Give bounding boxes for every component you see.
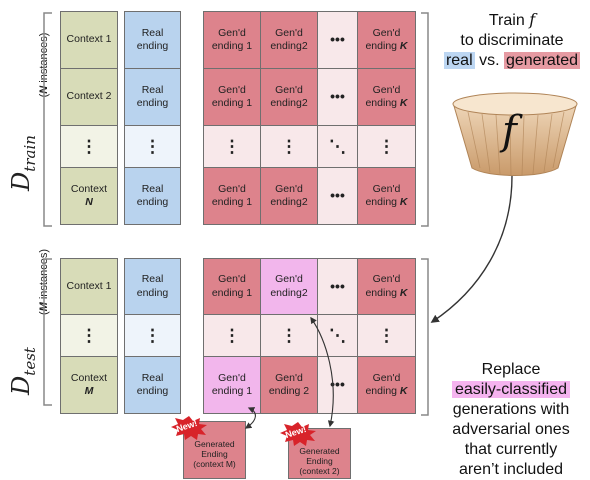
test-real-ending-m: Real ending	[124, 356, 181, 414]
train-left-bracket	[43, 12, 52, 227]
swap-arrow-context-m	[244, 407, 256, 429]
test-vdots-gen-1: ⋮	[203, 314, 261, 357]
test-ellipsis-1: •••	[317, 258, 358, 315]
train-description: Train f to discriminate real vs. generat…	[443, 10, 581, 69]
test-vdots-gen-2: ⋮	[260, 314, 318, 357]
new-badge-burst-1	[171, 416, 207, 440]
test-context-1: Context 1	[60, 258, 118, 315]
coffee-filter-image	[452, 92, 578, 176]
train-real-ending-2: Real ending	[124, 68, 181, 126]
filter-symbol: f	[502, 108, 517, 154]
test-vdots-gen-k: ⋮	[357, 314, 416, 357]
train-gen-ending-n-2: Gen'd ending2	[260, 167, 318, 225]
train-vdots-gen-2: ⋮	[260, 125, 318, 168]
train-vdots-real: ⋮	[124, 125, 181, 168]
replace-description: Replace easily-classified generations wi…	[451, 361, 571, 478]
test-right-bracket	[421, 258, 429, 416]
train-context-1: Context 1	[60, 11, 118, 69]
train-gen-ending-1-2: Gen'd ending2	[260, 11, 318, 69]
train-gen-ending-n-1: Gen'd ending 1	[203, 167, 261, 225]
train-ddots: ⋱	[317, 125, 358, 168]
train-vdots-gen-1: ⋮	[203, 125, 261, 168]
new-badge-burst-2	[280, 422, 316, 446]
train-vdots-context: ⋮	[60, 125, 118, 168]
swap-arrow-context-2	[310, 316, 335, 428]
train-gen-ending-2-2: Gen'd ending2	[260, 68, 318, 126]
test-left-bracket	[43, 258, 52, 406]
filter-to-test-arrow	[430, 175, 513, 323]
train-gen-ending-1-1: Gen'd ending 1	[203, 11, 261, 69]
train-real-ending-n: Real ending	[124, 167, 181, 225]
train-right-bracket	[421, 12, 429, 227]
train-real-ending-1: Real ending	[124, 11, 181, 69]
test-gen-ending-m-2: Gen'd ending 2	[260, 356, 318, 414]
test-vdots-context: ⋮	[60, 314, 118, 357]
train-ellipsis-1: •••	[317, 11, 358, 69]
